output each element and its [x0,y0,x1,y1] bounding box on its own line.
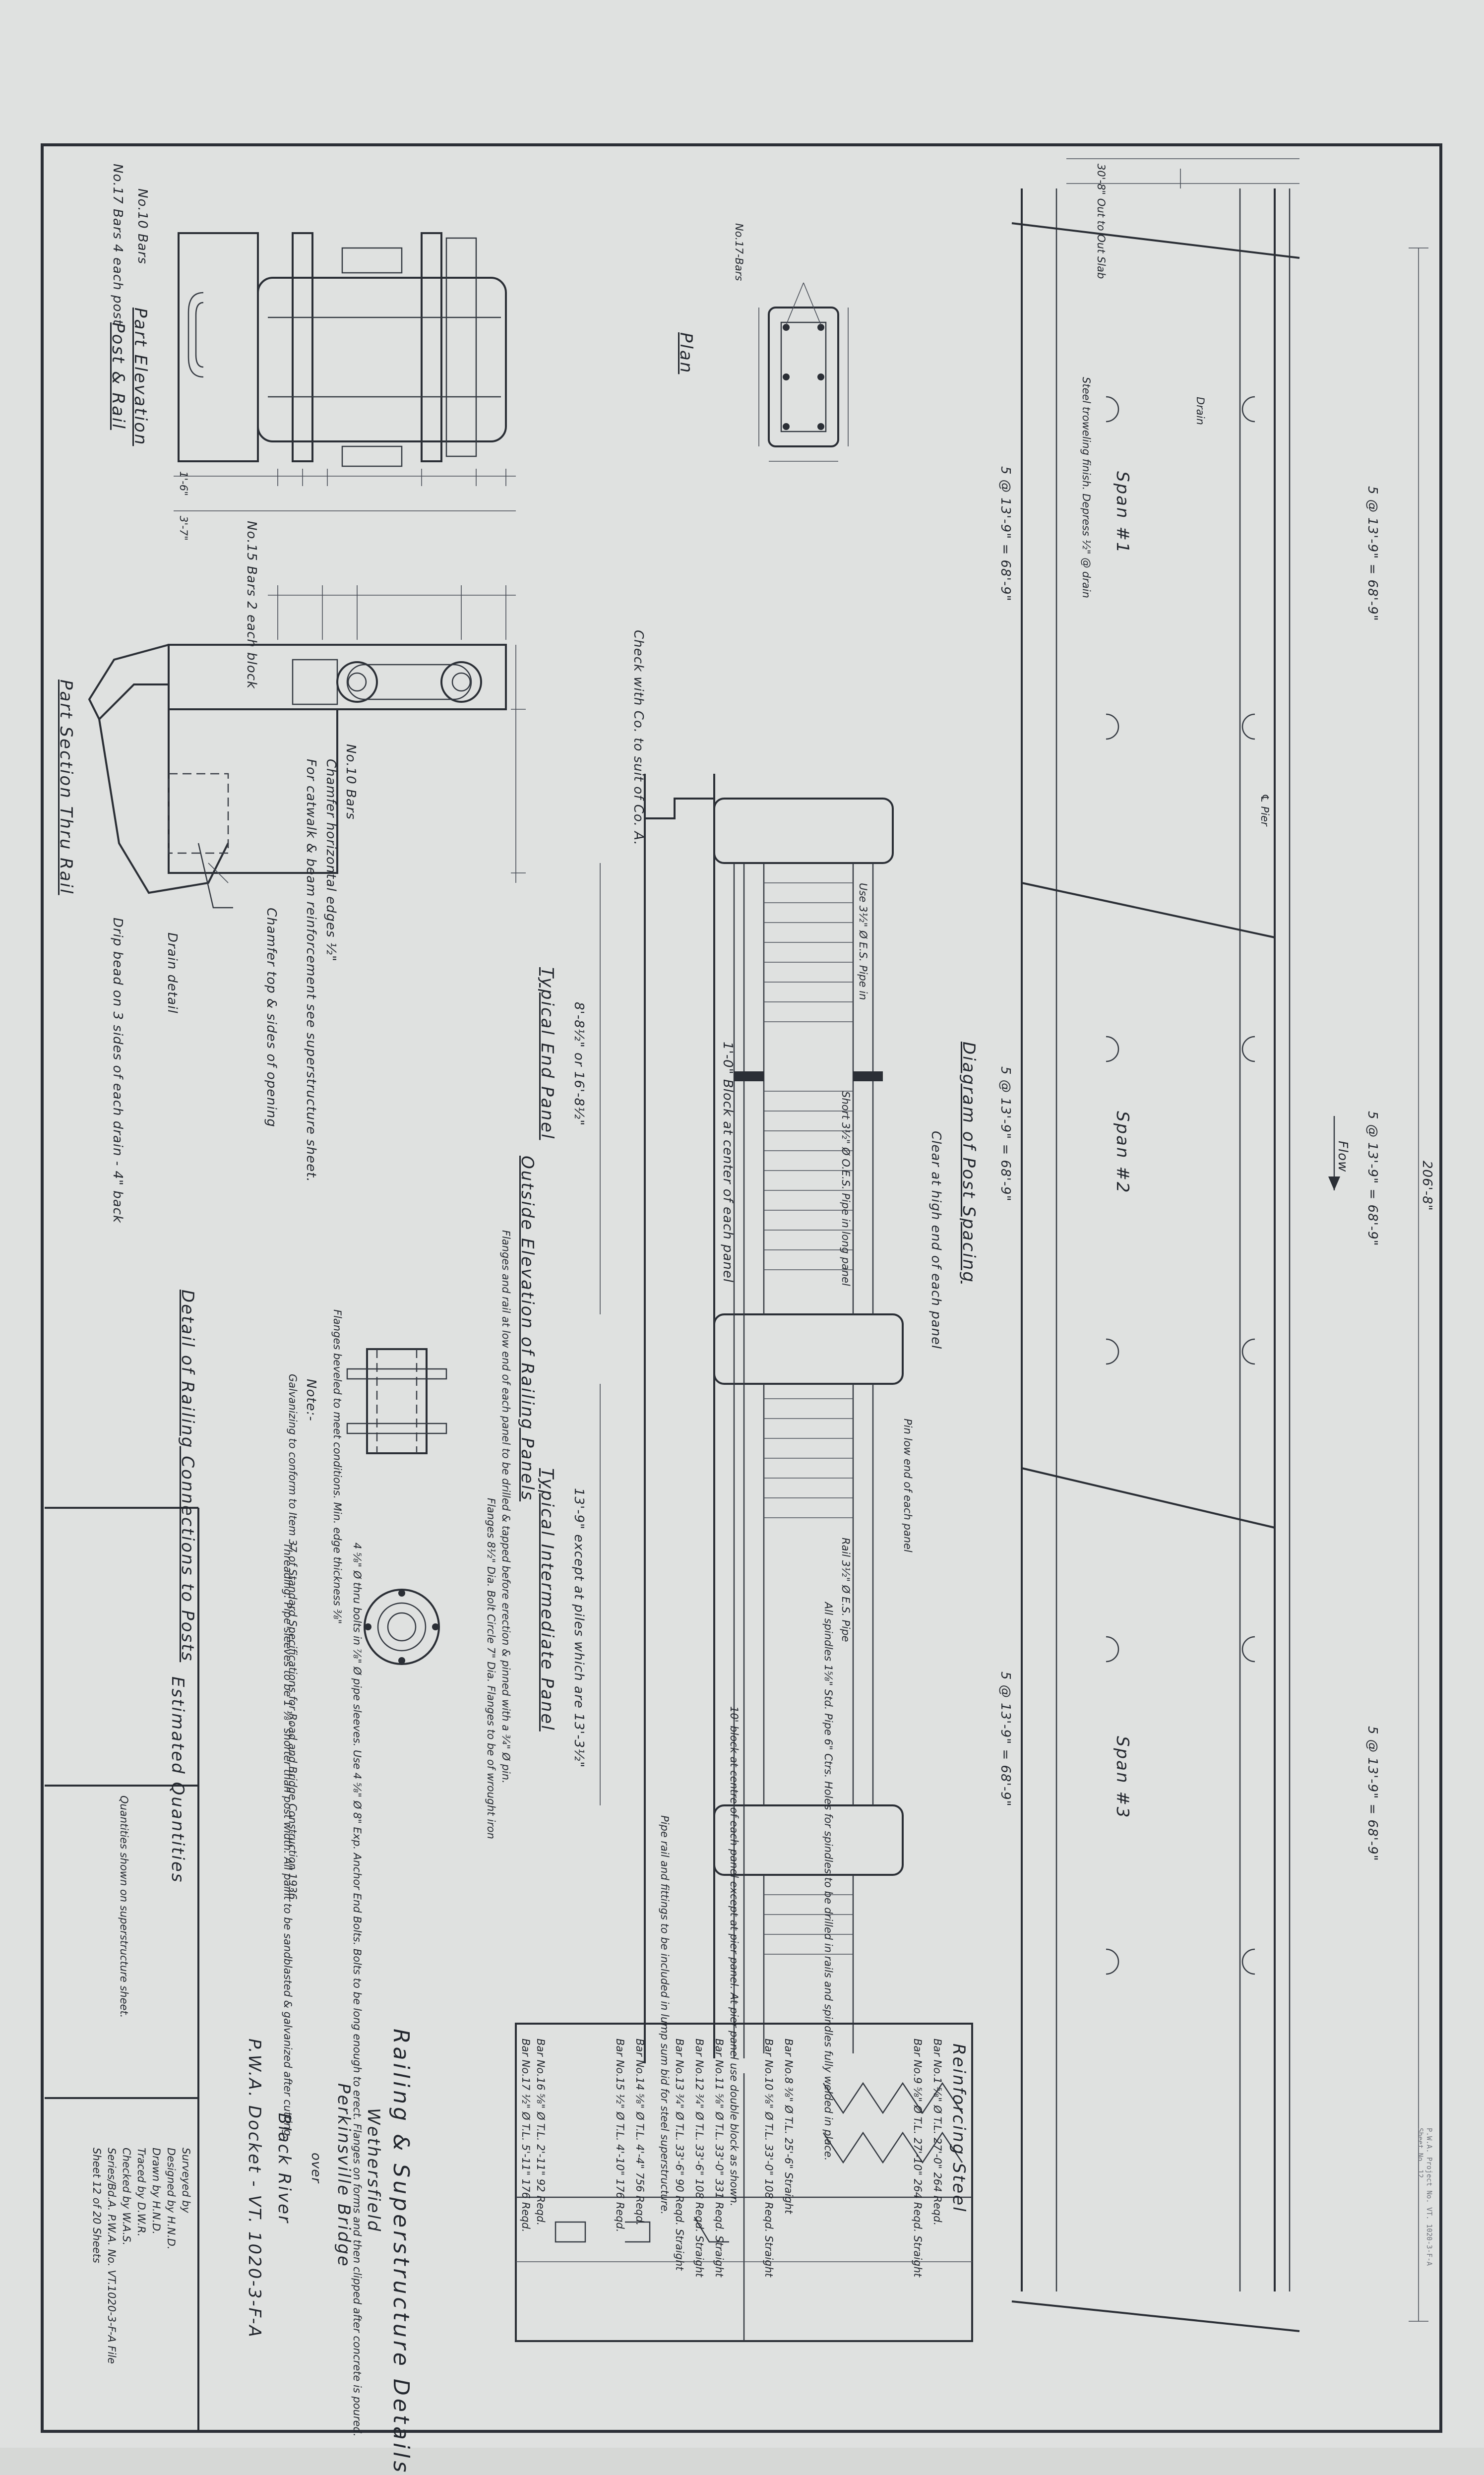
connections-title: Detail of Railing Connections to Posts [178,1290,197,1663]
dim-1-6: 1'-6" [178,471,189,496]
flow-label: Flow [1335,1141,1350,1173]
designed-by: Designed by H.N.D. [165,2148,177,2250]
panel-spacing: 13'-9" except at piles which are 13'-3½" [571,1488,586,1768]
bar-10: Bar No.10 ⅝" Ø T.L. 33'-0" 108 Reqd. Str… [763,2039,775,2277]
dim-overall: 3'-7" [178,516,189,541]
rail-pipe-note: Rail 3½" Ø E.S. Pipe [840,1538,852,1642]
chamfer-note: Chamfer horizontal edges ½" [323,759,338,962]
span3-label: Span #3 [1113,1736,1132,1819]
threading-note: Threading: Pipe sleeves to be 1 ⅛" short… [282,1543,294,2140]
no15-bars-note: No.15 Bars 2 each block [244,521,259,689]
steel-finish-note: Steel troweling finish. Depress ½" @ dra… [1080,377,1092,598]
bolts-note: 4 ⅝" Ø thru bolts in ⅞" Ø pipe sleeves. … [351,1543,363,2437]
part-elevation-title: Part Elevation [130,308,150,446]
short-pipe-note: Short 3½" Ø O.E.S. Pipe in long panel [840,1091,852,1286]
drain-label: Drain [1194,397,1206,425]
bar-17: Bar No.17 ½" Ø T.L. 5'-11" 176 Reqd. [520,2039,532,2232]
end-panel-title: Typical End Panel [537,967,557,1140]
sheet-number: Sheet 12 of 20 Sheets [91,2148,103,2263]
left-run-3: 5 @ 13'-9" = 68'-9" [998,1671,1013,1807]
bar-9: Bar No.9 ⅝" Ø T.L. 27'-10" 264 Reqd. Str… [912,2039,924,2277]
river-name: Black River [274,2113,294,2224]
pier-label: ℄ Pier [1259,794,1271,826]
pin-note: Pin low end of each panel [902,1419,914,1552]
sheet-border [41,143,1442,2433]
use-pipe-note-1: Use 3½" Ø E.S. Pipe in [857,883,869,1000]
right-run-1: 5 @ 13'-9" = 68'-9" [1365,486,1380,621]
bar-13: Bar No.13 ¾" Ø T.L. 33'-6" 90 Reqd. Stra… [674,2039,685,2271]
plan-bars-label: No.17-Bars [733,223,745,281]
drawn-by: Drawn by H.N.D. [150,2148,162,2234]
spindle-note: All spindles 1⅝" Std. Pipe 6" Ctrs. Hole… [822,1602,834,2161]
connection-detail-view [346,1348,447,1665]
no10-bars-note: No.10 Bars [135,188,150,264]
surveyed-by: Surveyed by [180,2148,192,2213]
plan-view [758,282,849,462]
town-name: Wethersfield [364,2108,383,2233]
span1-label: Span #1 [1113,471,1132,555]
reinforcing-steel-table [515,2023,973,2342]
no10-end-note: No.10 Bars [343,744,358,820]
bar-1: Bar No.1 ⅝" Ø T.L. 27'-0" 264 Reqd. [931,2039,943,2226]
right-run-2: 5 @ 13'-9" = 68'-9" [1365,1111,1380,1246]
reinforcing-title: Reinforcing Steel [949,2043,969,2213]
bar-12: Bar No.12 ¾" Ø T.L. 33'-6" 108 Reqd. Str… [693,2039,705,2277]
checked-by: Checked by W.A.S. [121,2148,132,2246]
railing-elevation-view [600,774,904,2063]
part-elevation-subtitle: Post & Rail [108,322,128,430]
right-run-3: 5 @ 13'-9" = 68'-9" [1365,1726,1380,1861]
typical-end-panel-view [88,585,526,909]
part-elevation-view [174,232,516,511]
bevel-note: Flanges beveled to meet conditions. Min.… [331,1309,343,1624]
slab-dim: 30'-8" Out to Out Slab [1095,164,1107,279]
over-label: over [309,2153,323,2183]
file-number: Series/Bd.A. P.W.A. No. VT.1020-3-F-A Fi… [106,2148,118,2364]
bar-16: Bar No.16 ⅝" Ø T.L. 2'-11" 92 Reqd. [535,2039,547,2226]
bar-11: Bar No.11 ⅝" Ø T.L. 33'-0" 331 Reqd. Str… [713,2039,725,2277]
quantities-note: Quantities shown on superstructure sheet… [118,1795,130,2018]
plan-title: Plan [676,332,696,374]
span2-label: Span #2 [1113,1111,1132,1194]
flanges-note: Flanges 8½" Dia. Bolt Circle 7" Dia. Fla… [485,1498,497,1839]
total-length: 206'-8" [1420,1161,1434,1211]
block-note: 1'-0" Block at center of each panel [720,1042,735,1283]
flange-note: Flanges and rail at low end of each pane… [500,1230,512,1784]
post-spacing-diagram [1011,158,1428,2332]
sheet-title: Railing & Superstructure Details [388,2029,414,2475]
note-heading: Note:- [304,1379,318,1422]
drip-bead-note: Drip bead on 3 sides of each drain - 4" … [110,918,125,1224]
chamfer-top-note: Chamfer top & sides of opening [264,908,279,1127]
approval-stamp: P.W.A. Project No. VT. 1020-3-F-A Sheet … [1416,2128,1433,2266]
docket-number: P.W.A. Docket - VT. 1020-3-F-A [245,2039,264,2339]
post-spacing-title: Diagram of Post Spacing [959,1042,979,1284]
bar-8: Bar No.8 ⅜" Ø T.L. 25'-6" Straight [783,2039,795,2214]
left-run-2: 5 @ 13'-9" = 68'-9" [998,1066,1013,1202]
left-run-1: 5 @ 13'-9" = 68'-9" [998,466,1013,602]
clear-note: Clear at high end of each panel [928,1131,943,1350]
intermediate-panel-title: Typical Intermediate Panel [537,1468,557,1732]
bar-14: Bar No.14 ⅝" Ø T.L. 4'-4" 756 Reqd. [634,2039,646,2226]
bar-15: Bar No.15 ½" Ø T.L. 4'-10" 176 Reqd. [614,2039,626,2232]
bridge-name: Perkinsville Bridge [334,2083,354,2268]
check-note: Check with Co. to suit of Co. A. [631,630,646,846]
pipe-rail-note: Pipe rail and fittings to be included in… [659,1815,671,2215]
part-section-title: Part Section Thru Rail [56,680,76,895]
end-panel-length: 8'-8½" or 16'-8½" [571,1002,586,1126]
outside-elevation-title: Outside Elevation of Railing Panels [517,1156,537,1502]
block-centre-note: 10' block at centre of each panel except… [728,1706,740,2207]
drain-detail-label: Drain detail [165,932,180,1014]
catwalk-note: For catwalk & beam reinforcement see sup… [304,759,318,1182]
traced-by: Traced by D.W.R. [135,2148,147,2237]
quantities-heading: Estimated Quantities [168,1676,187,1884]
no17-bars-note: No.17 Bars 4 each post [110,164,125,325]
